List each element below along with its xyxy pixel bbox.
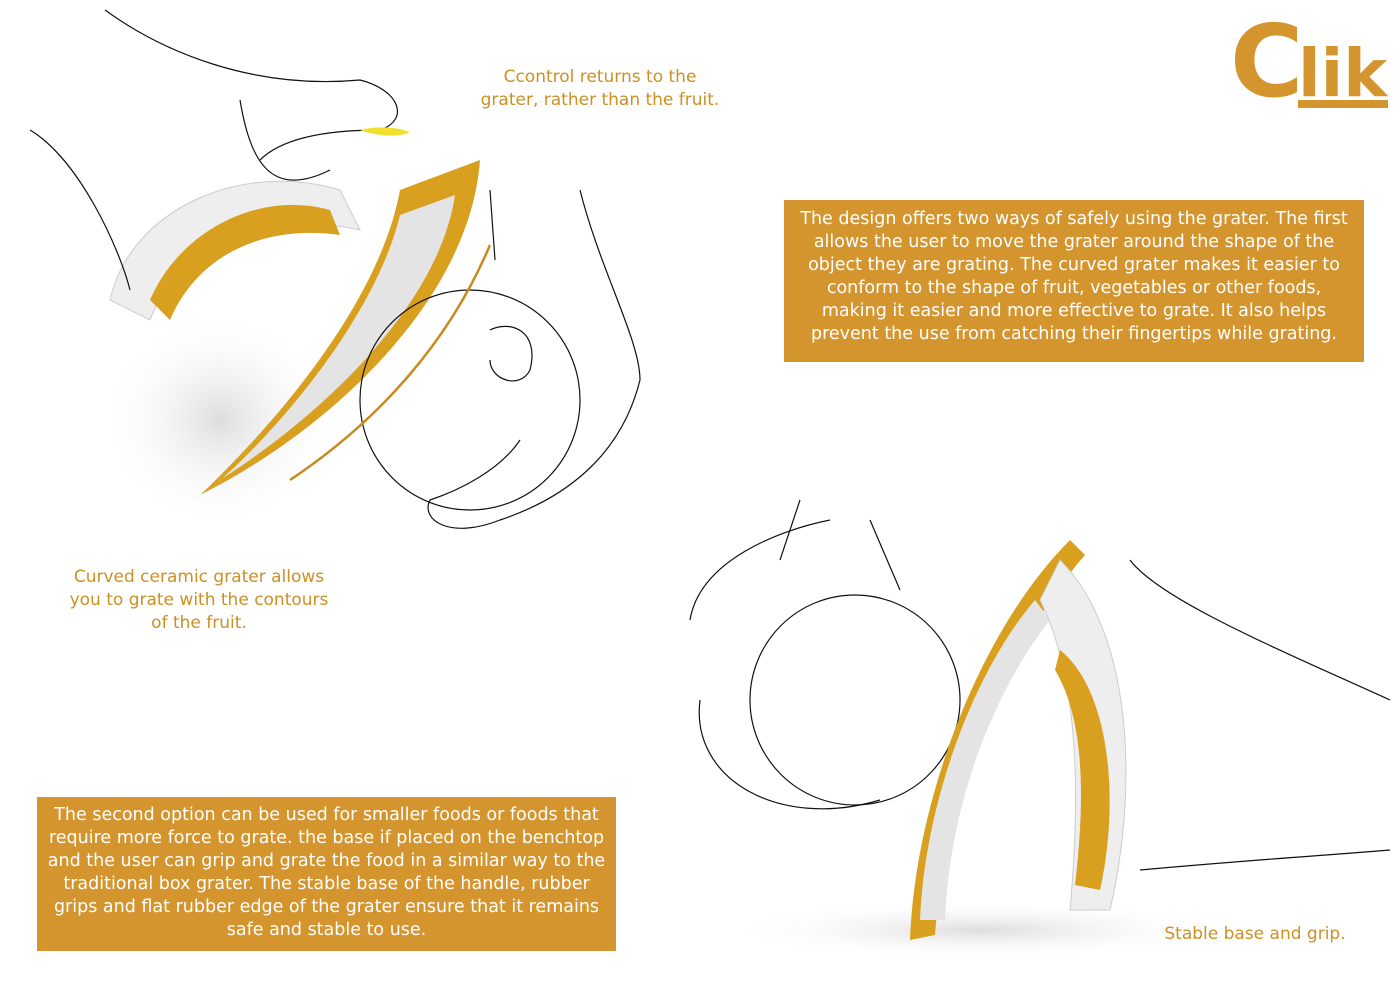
box-line: require more force to grate. the base if…	[48, 828, 605, 848]
caption-line: of the fruit.	[151, 613, 247, 633]
clik-logo: C lik	[1226, 3, 1396, 124]
caption-curved: Curved ceramic grater allows you to grat…	[50, 566, 348, 635]
box-line: prevent the use from catching their fing…	[811, 324, 1337, 344]
box-line: The second option can be used for smalle…	[54, 805, 599, 825]
handheld-grater-illustration	[29, 9, 641, 530]
box-line: making it easier and more effective to g…	[821, 301, 1327, 321]
box-line: allows the user to move the grater aroun…	[813, 232, 1335, 252]
box-line: safe and stable to use.	[226, 920, 427, 940]
box-line: traditional box grater. The stable base …	[63, 874, 590, 894]
caption-line: you to grate with the contours	[69, 590, 329, 610]
caption-line: Curved ceramic grater allows	[73, 567, 325, 587]
box-line: and the user can grip and grate the food…	[47, 851, 606, 871]
caption-line: grater, rather than the fruit.	[480, 90, 720, 110]
box-line: object they are grating. The curved grat…	[808, 255, 1340, 275]
svg-text:C: C	[1230, 4, 1303, 120]
box-line: conform to the shape of fruit, vegetable…	[826, 278, 1322, 298]
caption-control: Ccontrol returns to the grater, rather t…	[460, 66, 740, 112]
clik-logo-mark: C lik	[1230, 3, 1389, 120]
caption-stable: Stable base and grip.	[1164, 924, 1346, 944]
description-box-first: The design offers two ways of safely usi…	[784, 200, 1364, 362]
benchtop-grater-illustration	[689, 499, 1391, 960]
box-line: grips and flat rubber edge of the grater…	[53, 897, 600, 917]
caption-line: Ccontrol returns to the	[503, 67, 697, 87]
box-line: The design offers two ways of safely usi…	[800, 209, 1348, 229]
svg-text:lik: lik	[1298, 35, 1389, 112]
description-box-second: The second option can be used for smalle…	[37, 797, 616, 951]
